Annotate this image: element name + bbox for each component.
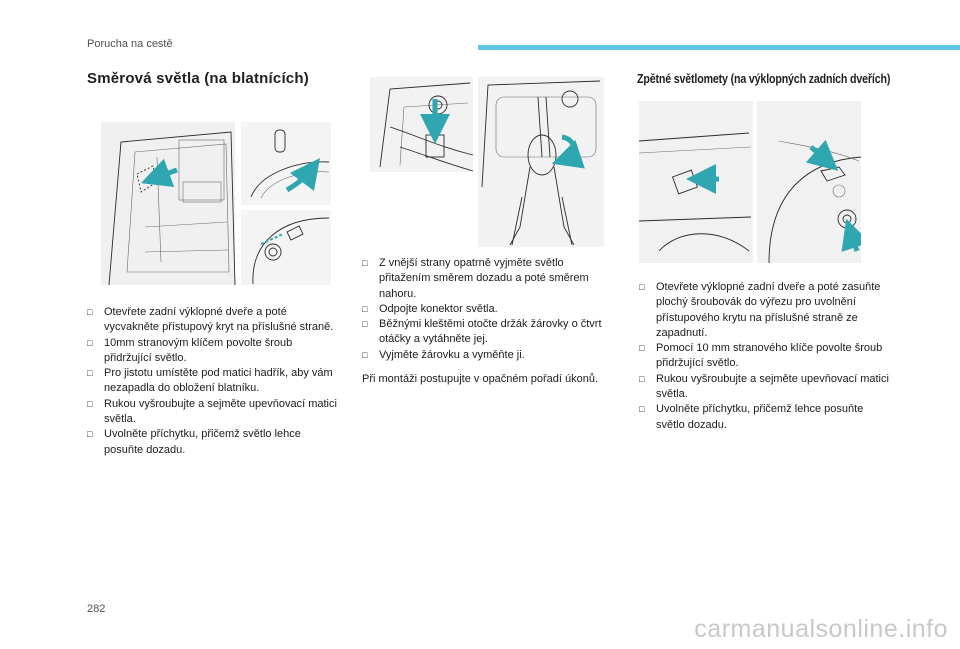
list-item: □Pro jistotu umístěte pod matici hadřík,… [87, 367, 333, 395]
list-item: □Uvolněte příchytku, přičemž lehce posuň… [639, 403, 864, 431]
list-item: □Odpojte konektor světla. [362, 302, 612, 317]
left-instructions: □Otevřete zadní výklopné dveře a poté vy… [87, 305, 337, 458]
square-bullet-icon: □ [362, 319, 368, 330]
left-illustration [101, 122, 331, 285]
middle-illustration [370, 77, 604, 247]
middle-instructions: □Z vnější strany opatrně vyjměte světlo … [362, 256, 612, 363]
list-item: □Otevřete výklopné zadní dveře a poté za… [639, 281, 881, 339]
square-bullet-icon: □ [87, 307, 93, 317]
right-instructions: □Otevřete výklopné zadní dveře a poté za… [639, 280, 889, 433]
section-header: Porucha na cestě [87, 38, 173, 50]
left-section-title: Směrová světla (na blatnících) [87, 70, 309, 87]
list-item: □Otevřete zadní výklopné dveře a poté vy… [87, 306, 334, 334]
square-bullet-icon: □ [87, 398, 93, 409]
page-number: 282 [87, 603, 106, 615]
square-bullet-icon: □ [362, 258, 368, 268]
list-item: □Uvolněte příchytku, přičemž světlo lehc… [87, 428, 301, 456]
square-bullet-icon: □ [87, 368, 93, 379]
list-item: □Z vnější strany opatrně vyjměte světlo … [362, 257, 589, 300]
reassembly-note: Při montáži postupujte v opačném pořadí … [362, 373, 599, 385]
square-bullet-icon: □ [87, 337, 93, 348]
list-item: □Rukou vyšroubujte a sejměte upevňovací … [639, 372, 889, 401]
square-bullet-icon: □ [87, 429, 93, 440]
list-item: □10mm stranovým klíčem povolte šroub při… [87, 336, 293, 364]
square-bullet-icon: □ [362, 349, 368, 360]
square-bullet-icon: □ [362, 303, 368, 314]
list-item: □Vyjměte žárovku a vyměňte ji. [362, 348, 612, 363]
square-bullet-icon: □ [639, 282, 645, 292]
list-item: □Běžnými kleštěmi otočte držák žárovky o… [362, 318, 602, 346]
square-bullet-icon: □ [639, 343, 645, 354]
header-accent-bar [478, 45, 960, 50]
list-item: □Pomocí 10 mm stranového klíče povolte š… [639, 342, 883, 370]
list-item: □Rukou vyšroubujte a sejměte upevňovací … [87, 397, 337, 426]
square-bullet-icon: □ [639, 373, 645, 384]
right-section-title: Zpětné světlomety (na výklopných zadních… [637, 71, 891, 86]
right-illustration [639, 101, 861, 263]
square-bullet-icon: □ [639, 404, 645, 415]
watermark: carmanualsonline.info [694, 615, 948, 643]
